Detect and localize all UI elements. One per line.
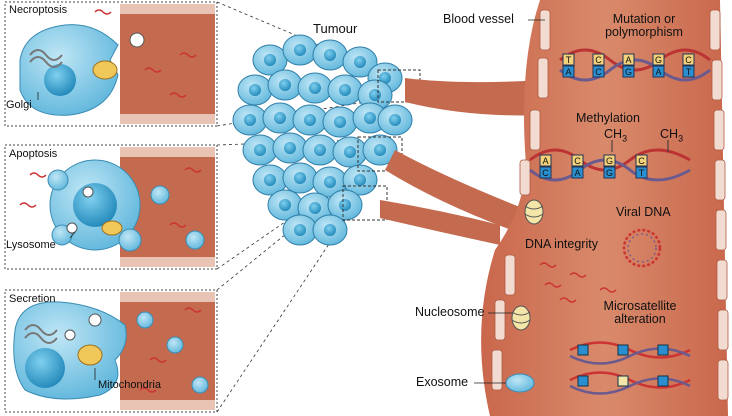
tumour-cell-nucleus (339, 84, 351, 96)
leader-lines (37, 19, 545, 384)
tumour-cell-nucleus (294, 44, 306, 56)
dna-integrity-label: DNA integrity (525, 237, 598, 251)
tumour-cell-nucleus (324, 176, 336, 188)
base-letter: G (606, 156, 613, 166)
viral-dna-label: Viral DNA (616, 205, 671, 219)
tumour-cell-nucleus (294, 224, 306, 236)
mitochondria-label: Mitochondria (98, 379, 161, 391)
base-box (652, 53, 665, 66)
base-box (622, 65, 635, 78)
base-box (603, 166, 616, 179)
base-letter: G (625, 67, 632, 77)
tumour-cell-nucleus (284, 142, 296, 154)
base-box (539, 154, 552, 167)
tumour-cell-nucleus (279, 199, 291, 211)
tumour-cell-nucleus (244, 114, 256, 126)
base-letter: C (595, 55, 602, 65)
dna-fragments (539, 262, 617, 303)
panel-secretion (4, 289, 218, 413)
ch3-label-2: CH3 (660, 127, 684, 144)
mutation-label: Mutation or polymorphism (605, 12, 683, 40)
base-letter: A (565, 67, 571, 77)
base-letter: G (606, 168, 613, 178)
tumour-cell-nucleus (274, 112, 286, 124)
base-box (592, 65, 605, 78)
base-box (682, 53, 695, 66)
tumour-cell-nucleus (324, 49, 336, 61)
tumour-cell-nucleus (374, 144, 386, 156)
tumour-cell-nucleus (354, 56, 366, 68)
base-letter: A (574, 168, 580, 178)
tumour-cell-nucleus (354, 174, 366, 186)
base-box (571, 166, 584, 179)
nucleosome-label: Nucleosome (415, 305, 485, 319)
tumour-cell-nucleus (309, 202, 321, 214)
branch-vessels (380, 78, 545, 245)
tumour-cell-nucleus (264, 174, 276, 186)
base-letter: T (639, 168, 645, 178)
tumour-cell-nucleus (339, 199, 351, 211)
nucleosome-icon-2 (524, 199, 544, 225)
base-box (652, 65, 665, 78)
base-box (571, 154, 584, 167)
tumour-cell-nucleus (309, 82, 321, 94)
exosome-label: Exosome (416, 375, 469, 389)
base-box (539, 166, 552, 179)
tumour-cell-nucleus (314, 144, 326, 156)
microsatellite-label: Microsatellite alteration (603, 299, 677, 327)
tumour-cell-nucleus (294, 172, 306, 184)
base-letter: A (542, 156, 548, 166)
base-letter: G (655, 55, 662, 65)
base-letter: A (625, 55, 631, 65)
lysosome-label: Lysosome (6, 239, 56, 251)
ch3-label-1: CH3 (604, 127, 628, 144)
tumour-cell-nucleus (389, 114, 401, 126)
tumour-cluster (232, 34, 421, 246)
tumour-cell-nucleus (369, 89, 381, 101)
necroptosis-title: Necroptosis (9, 4, 68, 16)
base-box (682, 65, 695, 78)
base-box (592, 53, 605, 66)
panel-necroptosis (4, 1, 218, 127)
tumour-cell-nucleus (249, 84, 261, 96)
base-letter: C (685, 55, 692, 65)
microsatellite-dna (569, 341, 691, 395)
tumour-cell-nucleus (334, 116, 346, 128)
blood-vessel-label: Blood vessel (443, 12, 514, 26)
tumour-cell-nucleus (324, 224, 336, 236)
viral-dna-circle (622, 228, 662, 268)
apoptosis-title: Apoptosis (9, 148, 58, 160)
base-letter: C (638, 156, 645, 166)
base-letter: A (655, 67, 661, 77)
base-letter: T (566, 55, 572, 65)
base-box (622, 53, 635, 66)
base-box (562, 53, 575, 66)
tumour-cell-nucleus (304, 114, 316, 126)
nucleosome-icon (511, 305, 531, 331)
base-box (562, 65, 575, 78)
base-letter: C (574, 156, 581, 166)
methylation-label: Methylation (576, 111, 640, 125)
secretion-title: Secretion (9, 293, 56, 305)
base-letter: T (686, 67, 692, 77)
tumour-label: Tumour (313, 21, 358, 36)
tumour-cell-nucleus (344, 146, 356, 158)
base-letter: C (595, 67, 602, 77)
base-letter: C (542, 168, 549, 178)
base-box (603, 154, 616, 167)
exosome-icon (505, 373, 535, 393)
tumour-cell-nucleus (254, 144, 266, 156)
tumour-cell-nucleus (364, 112, 376, 124)
base-box (635, 166, 648, 179)
base-box (635, 154, 648, 167)
panel-apoptosis (4, 144, 218, 270)
golgi-label: Golgi (6, 99, 32, 111)
tumour-cell-nucleus (279, 79, 291, 91)
tumour-cell-nucleus (264, 54, 276, 66)
